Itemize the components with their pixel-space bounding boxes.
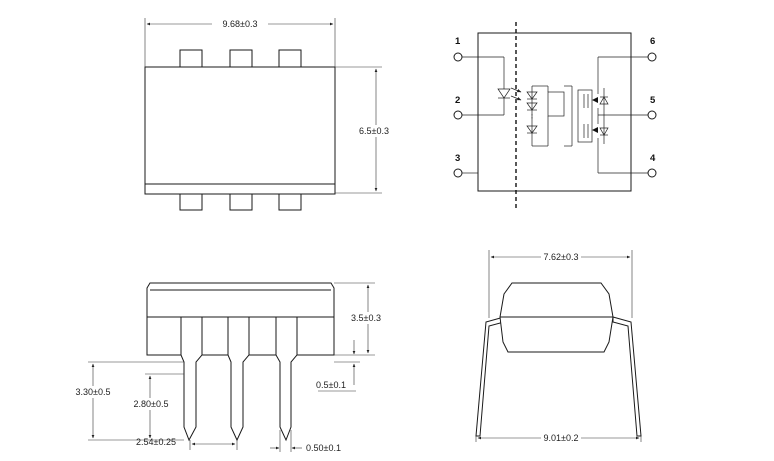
dim-side-body-height: 3.5±0.3 [351, 313, 381, 323]
end-lead-right [612, 316, 642, 437]
top-pin [179, 49, 203, 68]
pin-number: 4 [650, 153, 656, 164]
dim-row-spacing: 7.62±0.3 [544, 252, 579, 262]
schematic: 1 2 3 4 5 6 [453, 22, 657, 208]
end-view: 7.62±0.3 9.01±0.2 [475, 250, 642, 444]
end-lead-left [475, 316, 505, 437]
top-body [144, 66, 336, 195]
dim-top-width: 9.68±0.3 [223, 19, 258, 29]
dim-standoff: 0.5±0.1 [316, 380, 346, 390]
top-pin [229, 192, 253, 211]
side-view: 3.5±0.3 0.5±0.1 3.30±0.5 2.80±0.5 2.54±0… [71, 282, 385, 453]
pin-number: 2 [455, 95, 460, 106]
side-lead [275, 316, 298, 442]
dim-lead-width: 0.50±0.1 [306, 443, 341, 453]
pin-number: 5 [650, 95, 656, 106]
pin-number: 3 [455, 153, 460, 164]
dim-top-height: 6.5±0.3 [359, 126, 389, 136]
top-pin [278, 49, 302, 68]
side-lead [180, 316, 203, 442]
side-lead [227, 316, 250, 442]
pin-number: 1 [455, 36, 461, 47]
dim-lead-span: 9.01±0.2 [544, 433, 579, 443]
dim-overall-height: 3.30±0.5 [76, 387, 111, 397]
top-pin [179, 192, 203, 211]
top-pin [278, 192, 302, 211]
dim-lead-length: 2.80±0.5 [134, 399, 169, 409]
top-view: 9.68±0.3 6.5±0.3 [144, 18, 394, 211]
top-pin [229, 49, 253, 68]
schematic-outline [477, 32, 632, 192]
dim-pitch: 2.54±0.25 [136, 437, 176, 447]
pin-number: 6 [650, 36, 655, 47]
